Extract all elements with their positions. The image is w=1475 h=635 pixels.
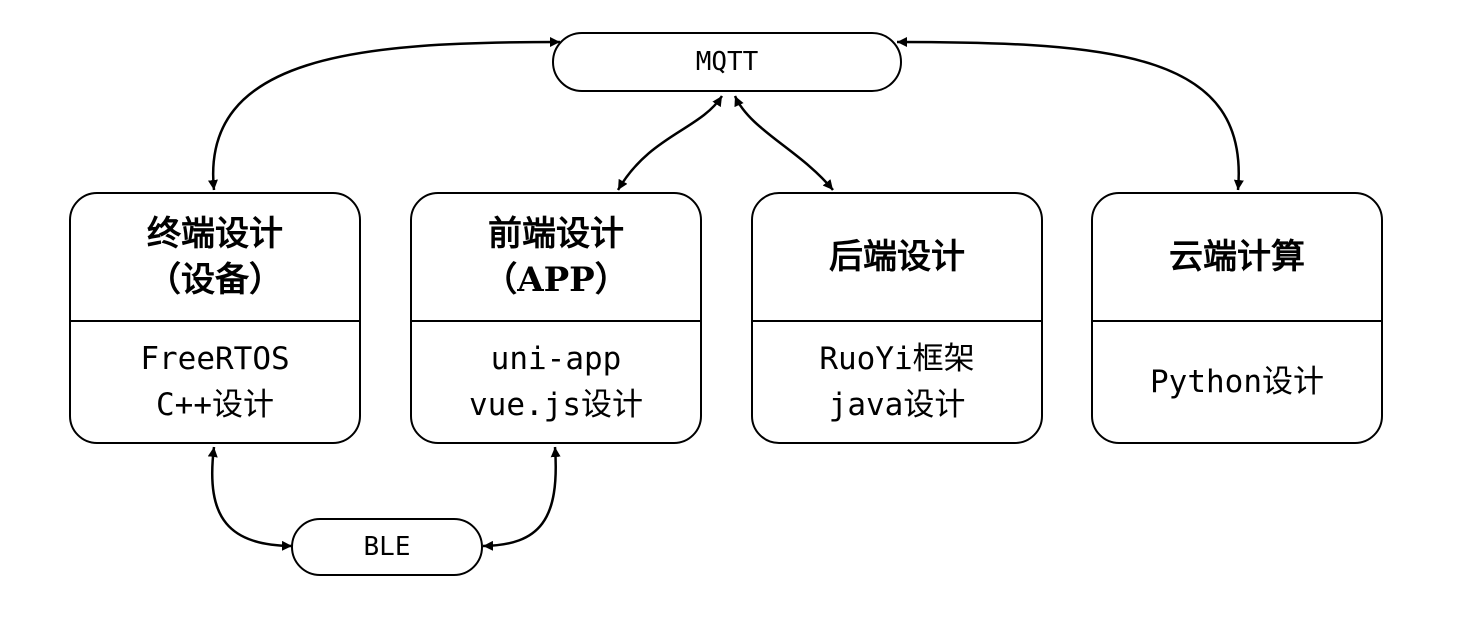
terminal-design-title: 终端设计 （设备） [71, 194, 359, 322]
title-line: （设备） [147, 260, 283, 300]
edge-mqtt-frontend [616, 95, 724, 191]
detail-line: RuoYi框架 [819, 341, 975, 377]
frontend-design-details: uni-app vue.js设计 [412, 322, 700, 442]
cloud-compute-details: Python设计 [1093, 322, 1381, 442]
title-line: 前端设计 [488, 214, 624, 254]
detail-line: FreeRTOS [140, 341, 290, 377]
terminal-design-details: FreeRTOS C++设计 [71, 322, 359, 442]
title-line: （APP） [483, 260, 629, 300]
mqtt-node: MQTT [552, 32, 902, 92]
terminal-design-box: 终端设计 （设备） FreeRTOS C++设计 [69, 192, 361, 444]
title-line: 终端设计 [147, 214, 283, 254]
backend-design-details: RuoYi框架 java设计 [753, 322, 1041, 442]
detail-line: C++设计 [156, 387, 274, 423]
cloud-compute-box: 云端计算 Python设计 [1091, 192, 1383, 444]
title-line: 后端设计 [829, 237, 965, 277]
detail-line: vue.js设计 [469, 387, 643, 423]
edge-mqtt-backend [733, 95, 834, 191]
edge-ble-frontend [482, 446, 561, 551]
frontend-design-box: 前端设计 （APP） uni-app vue.js设计 [410, 192, 702, 444]
detail-line: uni-app [490, 341, 622, 377]
frontend-design-title: 前端设计 （APP） [412, 194, 700, 322]
detail-line: java设计 [828, 387, 966, 423]
ble-node: BLE [291, 518, 483, 576]
edge-ble-terminal [207, 446, 293, 551]
detail-line: Python设计 [1150, 364, 1324, 400]
backend-design-box: 后端设计 RuoYi框架 java设计 [751, 192, 1043, 444]
ble-label: BLE [363, 532, 411, 562]
title-line: 云端计算 [1169, 237, 1305, 277]
backend-design-title: 后端设计 [753, 194, 1041, 322]
cloud-compute-title: 云端计算 [1093, 194, 1381, 322]
edge-mqtt-cloud [896, 37, 1244, 191]
edge-mqtt-terminal [208, 37, 561, 191]
mqtt-label: MQTT [695, 47, 759, 77]
